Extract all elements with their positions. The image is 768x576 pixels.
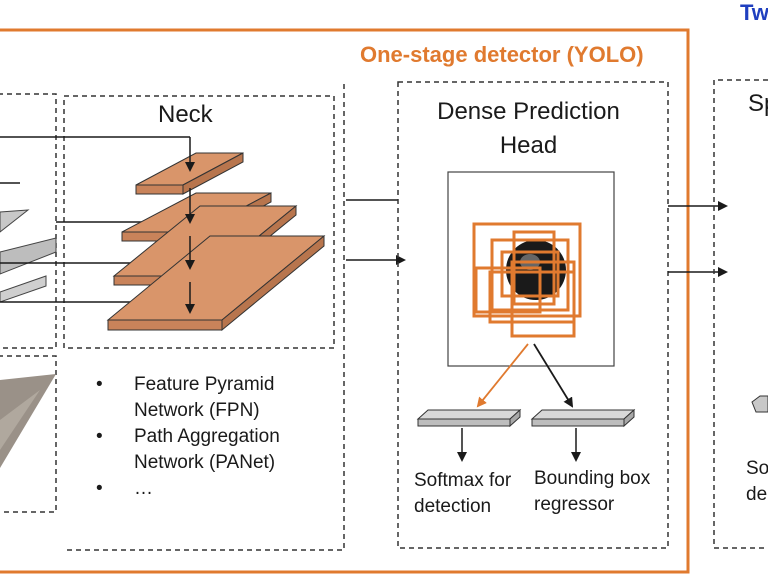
input-image-box <box>0 355 57 513</box>
bullet-icon: • <box>96 478 103 499</box>
two-stage-label-line1: So <box>746 458 768 479</box>
neck-bullet-list: • Feature Pyramid Network (FPN) • Path A… <box>96 372 280 502</box>
bullet-text: Network (PANet) <box>134 452 276 473</box>
softmax-layer <box>416 408 522 428</box>
bullet-text: Feature Pyramid <box>134 374 275 395</box>
list-item: • Path Aggregation Network (PANet) <box>96 424 280 476</box>
bbox-regressor-label: Bounding box regressor <box>534 466 664 518</box>
two-stage-stage-title: Sp <box>748 90 768 117</box>
bullet-text: Path Aggregation <box>134 426 280 447</box>
bbox-label-line2: regressor <box>534 494 615 515</box>
neck-lower-frame <box>64 84 345 551</box>
backbone-box <box>0 93 57 349</box>
arrow-to-bbox <box>533 343 574 408</box>
softmax-label-line2: detection <box>414 496 492 517</box>
bullet-icon: • <box>96 374 103 395</box>
bbox-label-line1: Bounding box <box>534 468 651 489</box>
dense-head-title-line2: Head <box>499 132 558 159</box>
list-item: • Feature Pyramid Network (FPN) <box>96 372 280 424</box>
detected-object <box>506 240 566 300</box>
bullet-text: Network (FPN) <box>134 400 260 421</box>
two-stage-output-label: So de <box>746 456 768 508</box>
dense-head-title-line1: Dense Prediction <box>437 98 620 125</box>
two-stage-label-line2: de <box>746 484 768 505</box>
two-stage-title: Tw <box>740 0 768 25</box>
bbox-layer <box>530 408 636 428</box>
neck-title: Neck <box>158 101 213 128</box>
arrow-to-softmax <box>476 343 529 408</box>
bullet-text: … <box>134 478 153 499</box>
backbone-layer-1 <box>0 209 30 233</box>
list-item: • … <box>96 476 280 502</box>
dense-head-title: Dense Prediction Head <box>406 95 651 163</box>
one-stage-frame <box>0 28 690 574</box>
backbone-layer-2 <box>0 237 57 275</box>
two-stage-layer <box>751 395 768 413</box>
input-image-texture <box>0 390 40 450</box>
anchor-boxes <box>472 222 582 338</box>
neck-layer-4 <box>106 234 326 332</box>
one-stage-title: One-stage detector (YOLO) <box>360 42 644 67</box>
two-stage-box <box>713 79 768 549</box>
softmax-label-line1: Softmax for <box>414 470 512 491</box>
dense-head-box <box>397 81 669 549</box>
backbone-layer-3 <box>0 275 47 303</box>
bullet-icon: • <box>96 426 103 447</box>
input-image <box>0 374 56 468</box>
softmax-label: Softmax for detection <box>414 468 534 520</box>
